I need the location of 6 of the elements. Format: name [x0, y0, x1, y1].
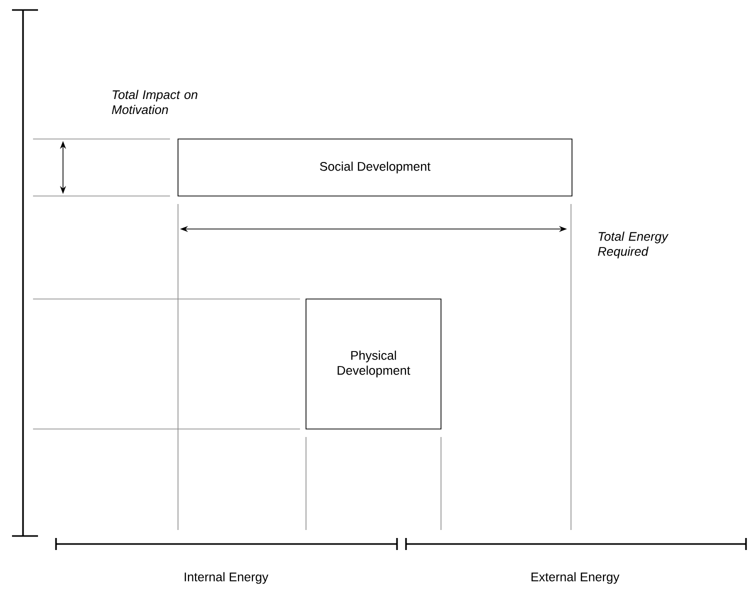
axis-label: Total Energy Required — [598, 232, 669, 258]
axis-label: Internal Energy — [184, 572, 268, 584]
box: Social Development — [178, 138, 572, 196]
axis-label: External Energy — [532, 572, 620, 584]
box: Physical Development — [306, 298, 442, 430]
axis-label: Total Impact on Motivation — [112, 90, 198, 114]
